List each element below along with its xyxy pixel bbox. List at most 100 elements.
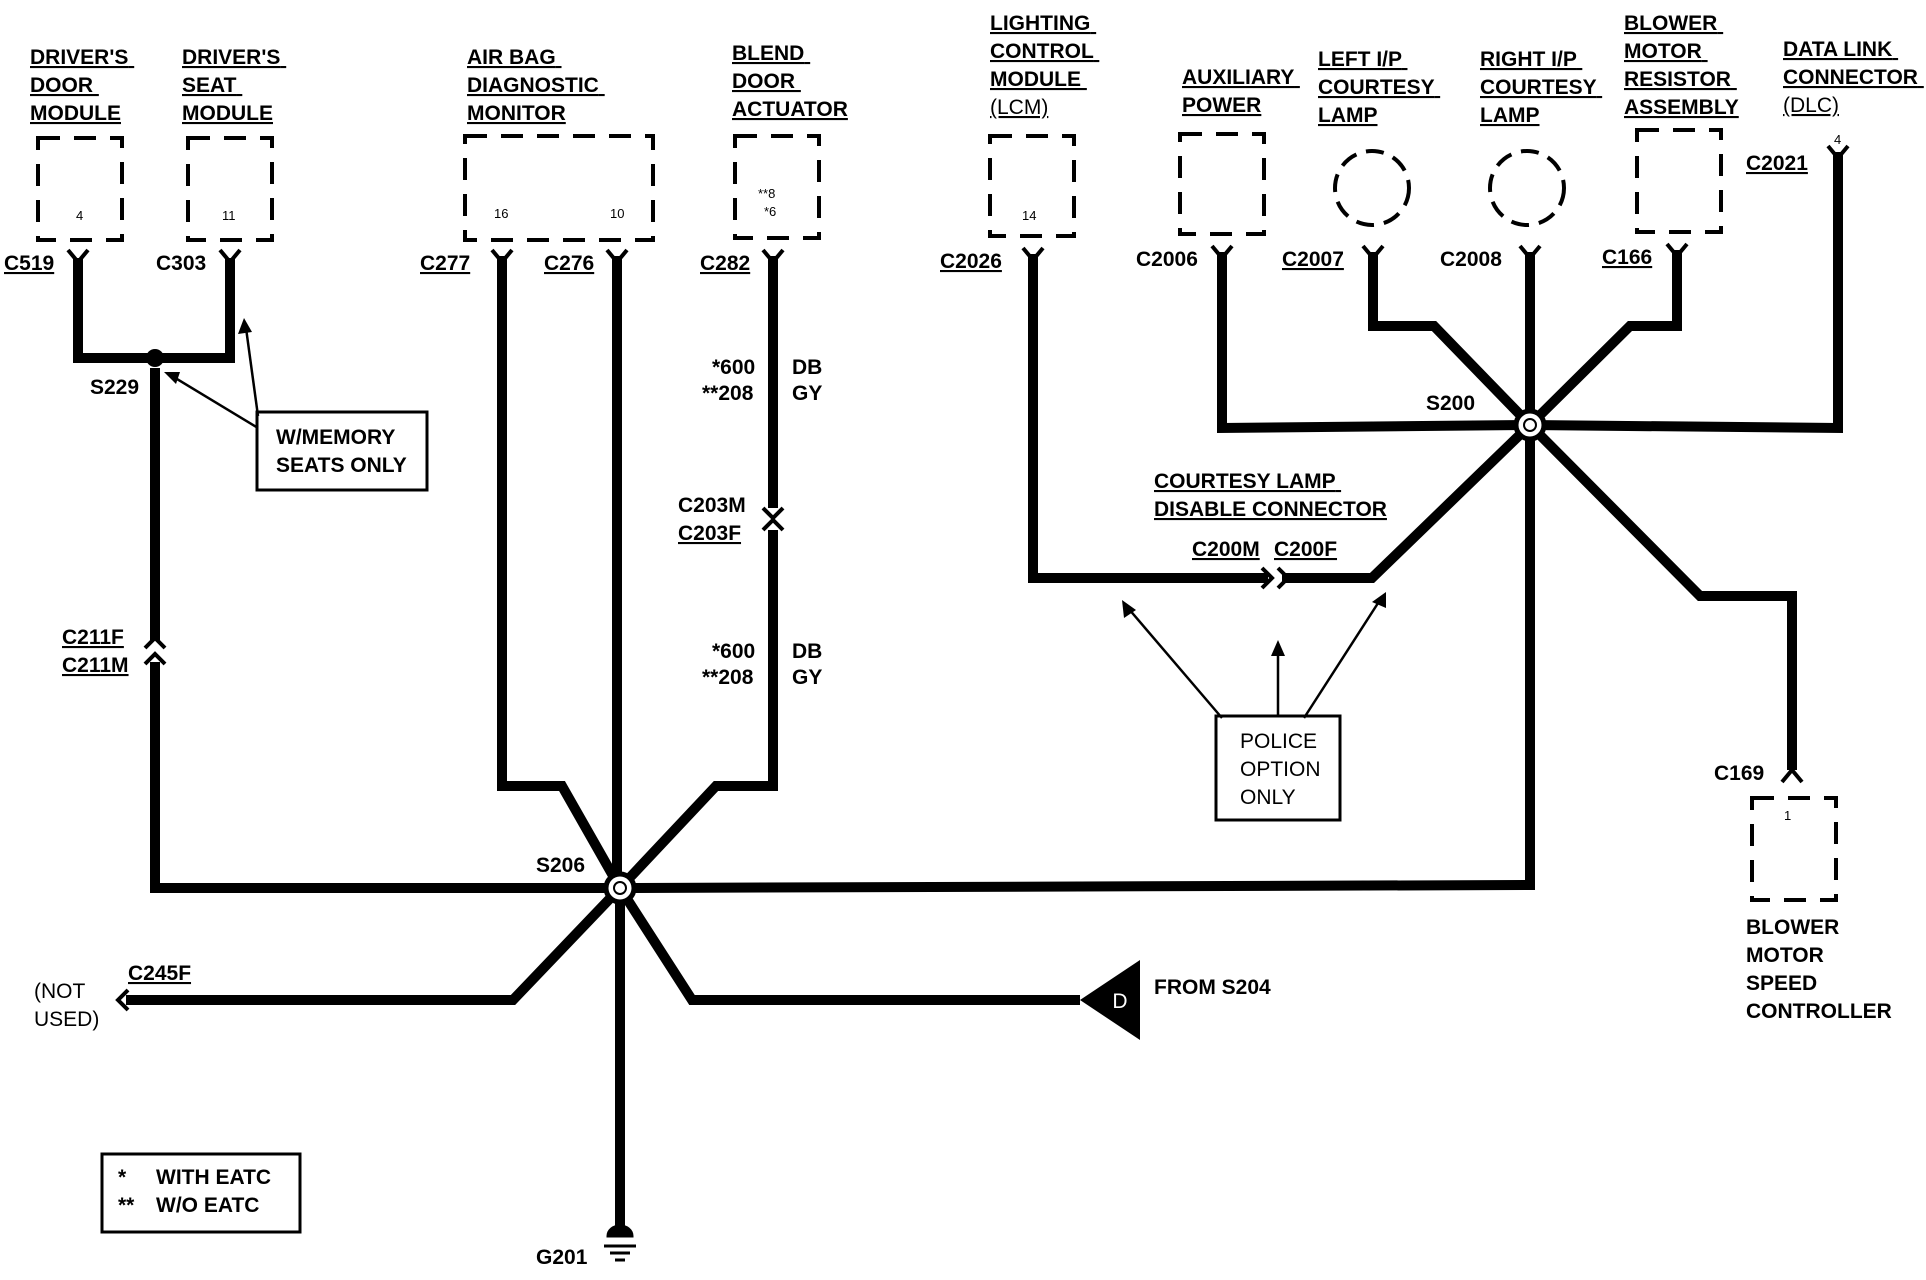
memory-seats-note: W/MEMORY SEATS ONLY [276, 426, 407, 477]
label-c203f: C203F [678, 522, 741, 545]
label-s200: S200 [1426, 392, 1475, 415]
wire-upper-circuit-a: *600 [712, 356, 755, 379]
wire-lower-circuit-b: **208 [702, 666, 754, 689]
label-c211m: C211M [62, 654, 129, 677]
wire-c200f [1282, 421, 1534, 583]
wire-s206-s200 [619, 425, 1535, 893]
terminal-c276 [605, 248, 629, 266]
wire-dlc [1529, 152, 1843, 434]
blend-door-actuator-label: BLEND DOOR ACTUATOR [732, 42, 848, 121]
label-c519: C519 [4, 252, 54, 275]
wire-c245f [126, 884, 624, 1005]
blower-controller-box [1750, 796, 1838, 902]
terminal-c2007 [1361, 244, 1385, 262]
label-c200f: C200F [1274, 538, 1337, 561]
blend-door-actuator-box [733, 134, 821, 240]
wire-lower-color-a: DB [792, 640, 822, 663]
label-c200m: C200M [1192, 538, 1260, 561]
terminal-c2006 [1210, 244, 1234, 262]
legend-text-1: WITH EATC [156, 1166, 271, 1189]
terminal-c203m [761, 506, 785, 521]
wire-c211-s206 [150, 662, 620, 893]
courtesy-disable-note: COURTESY LAMP DISABLE CONNECTOR [1154, 470, 1387, 521]
label-c303: C303 [156, 252, 206, 275]
label-c2021: C2021 [1746, 152, 1808, 175]
police-option-note: POLICE OPTION ONLY [1240, 730, 1326, 809]
terminal-c200f [1276, 566, 1291, 590]
drivers-seat-module-box [186, 136, 274, 242]
label-s206: S206 [536, 854, 585, 877]
wire-upper-circuit-b: **208 [702, 382, 754, 405]
auxiliary-power-box [1178, 132, 1266, 236]
terminal-c2021 [1826, 144, 1850, 162]
terminal-c169 [1780, 766, 1804, 784]
pin-blend-b: *6 [764, 204, 776, 219]
label-c2008: C2008 [1440, 248, 1502, 271]
drivers-seat-module-label: DRIVER'S SEAT MODULE [182, 46, 286, 125]
wire-seat-module [160, 258, 235, 363]
legend-symbol-2: ** [118, 1194, 135, 1217]
wire-left-courtesy [1368, 252, 1534, 429]
wire-c282-lower [616, 530, 778, 892]
wire-blower-resistor [1526, 250, 1682, 429]
terminal-c200m [1260, 566, 1275, 590]
splice-s229-dot [146, 349, 164, 367]
auxiliary-power-label: AUXILIARY POWER [1182, 66, 1300, 117]
pin-dlc: 4 [1834, 132, 1841, 147]
label-c2007: C2007 [1282, 248, 1344, 271]
pin-airbag-b: 10 [610, 206, 624, 221]
wire-blower-controller [1526, 421, 1797, 770]
wire-auxiliary-power [1217, 252, 1531, 434]
left-courtesy-lamp-label: LEFT I/P COURTESY LAMP [1318, 48, 1440, 127]
terminal-c2008 [1518, 244, 1542, 262]
air-bag-monitor-label: AIR BAG DIAGNOSTIC MONITOR [467, 46, 605, 125]
legend-box [100, 1152, 302, 1234]
terminal-c203f [761, 517, 785, 532]
pin-door-module: 4 [76, 208, 83, 223]
not-used-note: (NOT USED) [34, 980, 99, 1031]
label-c282: C282 [700, 252, 750, 275]
wire-upper-color-b: GY [792, 382, 822, 405]
label-c2006: C2006 [1136, 248, 1198, 271]
lcm-label: LIGHTING CONTROL MODULE (LCM) [990, 12, 1099, 119]
label-c211f: C211F [62, 626, 124, 649]
terminal-c277 [490, 248, 514, 266]
flag-d-icon [1080, 960, 1140, 1040]
label-c276: C276 [544, 252, 594, 275]
from-s204-note: FROM S204 [1154, 976, 1271, 999]
terminal-c2026 [1021, 246, 1045, 264]
right-courtesy-lamp-label: RIGHT I/P COURTESY LAMP [1480, 48, 1602, 127]
pin-blend-a: **8 [758, 186, 775, 201]
wire-from-s204 [615, 885, 1080, 1005]
wire-lcm [1028, 254, 1268, 583]
blower-controller-label: BLOWER MOTOR SPEED CONTROLLER [1746, 916, 1892, 1023]
connector-terminals [66, 144, 1850, 1012]
drivers-door-module-box [36, 136, 124, 242]
terminal-c303 [218, 248, 242, 266]
label-c2026: C2026 [940, 250, 1002, 273]
terminal-c211f [143, 635, 167, 650]
drivers-door-module-label: DRIVER'S DOOR MODULE [30, 46, 134, 125]
wire-door-module [73, 258, 152, 363]
label-c277: C277 [420, 252, 470, 275]
wire-c277 [497, 256, 625, 891]
terminal-c282 [761, 248, 785, 266]
legend-text-2: W/O EATC [156, 1194, 259, 1217]
label-c245f: C245F [128, 962, 191, 985]
label-c203m: C203M [678, 494, 746, 517]
label-c169: C169 [1714, 762, 1764, 785]
terminal-c166 [1665, 242, 1689, 260]
label-s229: S229 [90, 376, 139, 399]
legend-symbol-1: * [118, 1166, 127, 1189]
lcm-box [988, 134, 1076, 238]
pin-lcm: 14 [1022, 208, 1036, 223]
terminal-c211m [143, 651, 167, 666]
pin-airbag-a: 16 [494, 206, 508, 221]
terminal-c245f [115, 988, 130, 1012]
blower-resistor-label: BLOWER MOTOR RESISTOR ASSEMBLY [1624, 12, 1739, 119]
dlc-label: DATA LINK CONNECTOR (DLC) [1783, 38, 1924, 117]
wire-upper-color-a: DB [792, 356, 822, 379]
label-c166: C166 [1602, 246, 1652, 269]
pin-seat-module: 11 [222, 208, 236, 223]
